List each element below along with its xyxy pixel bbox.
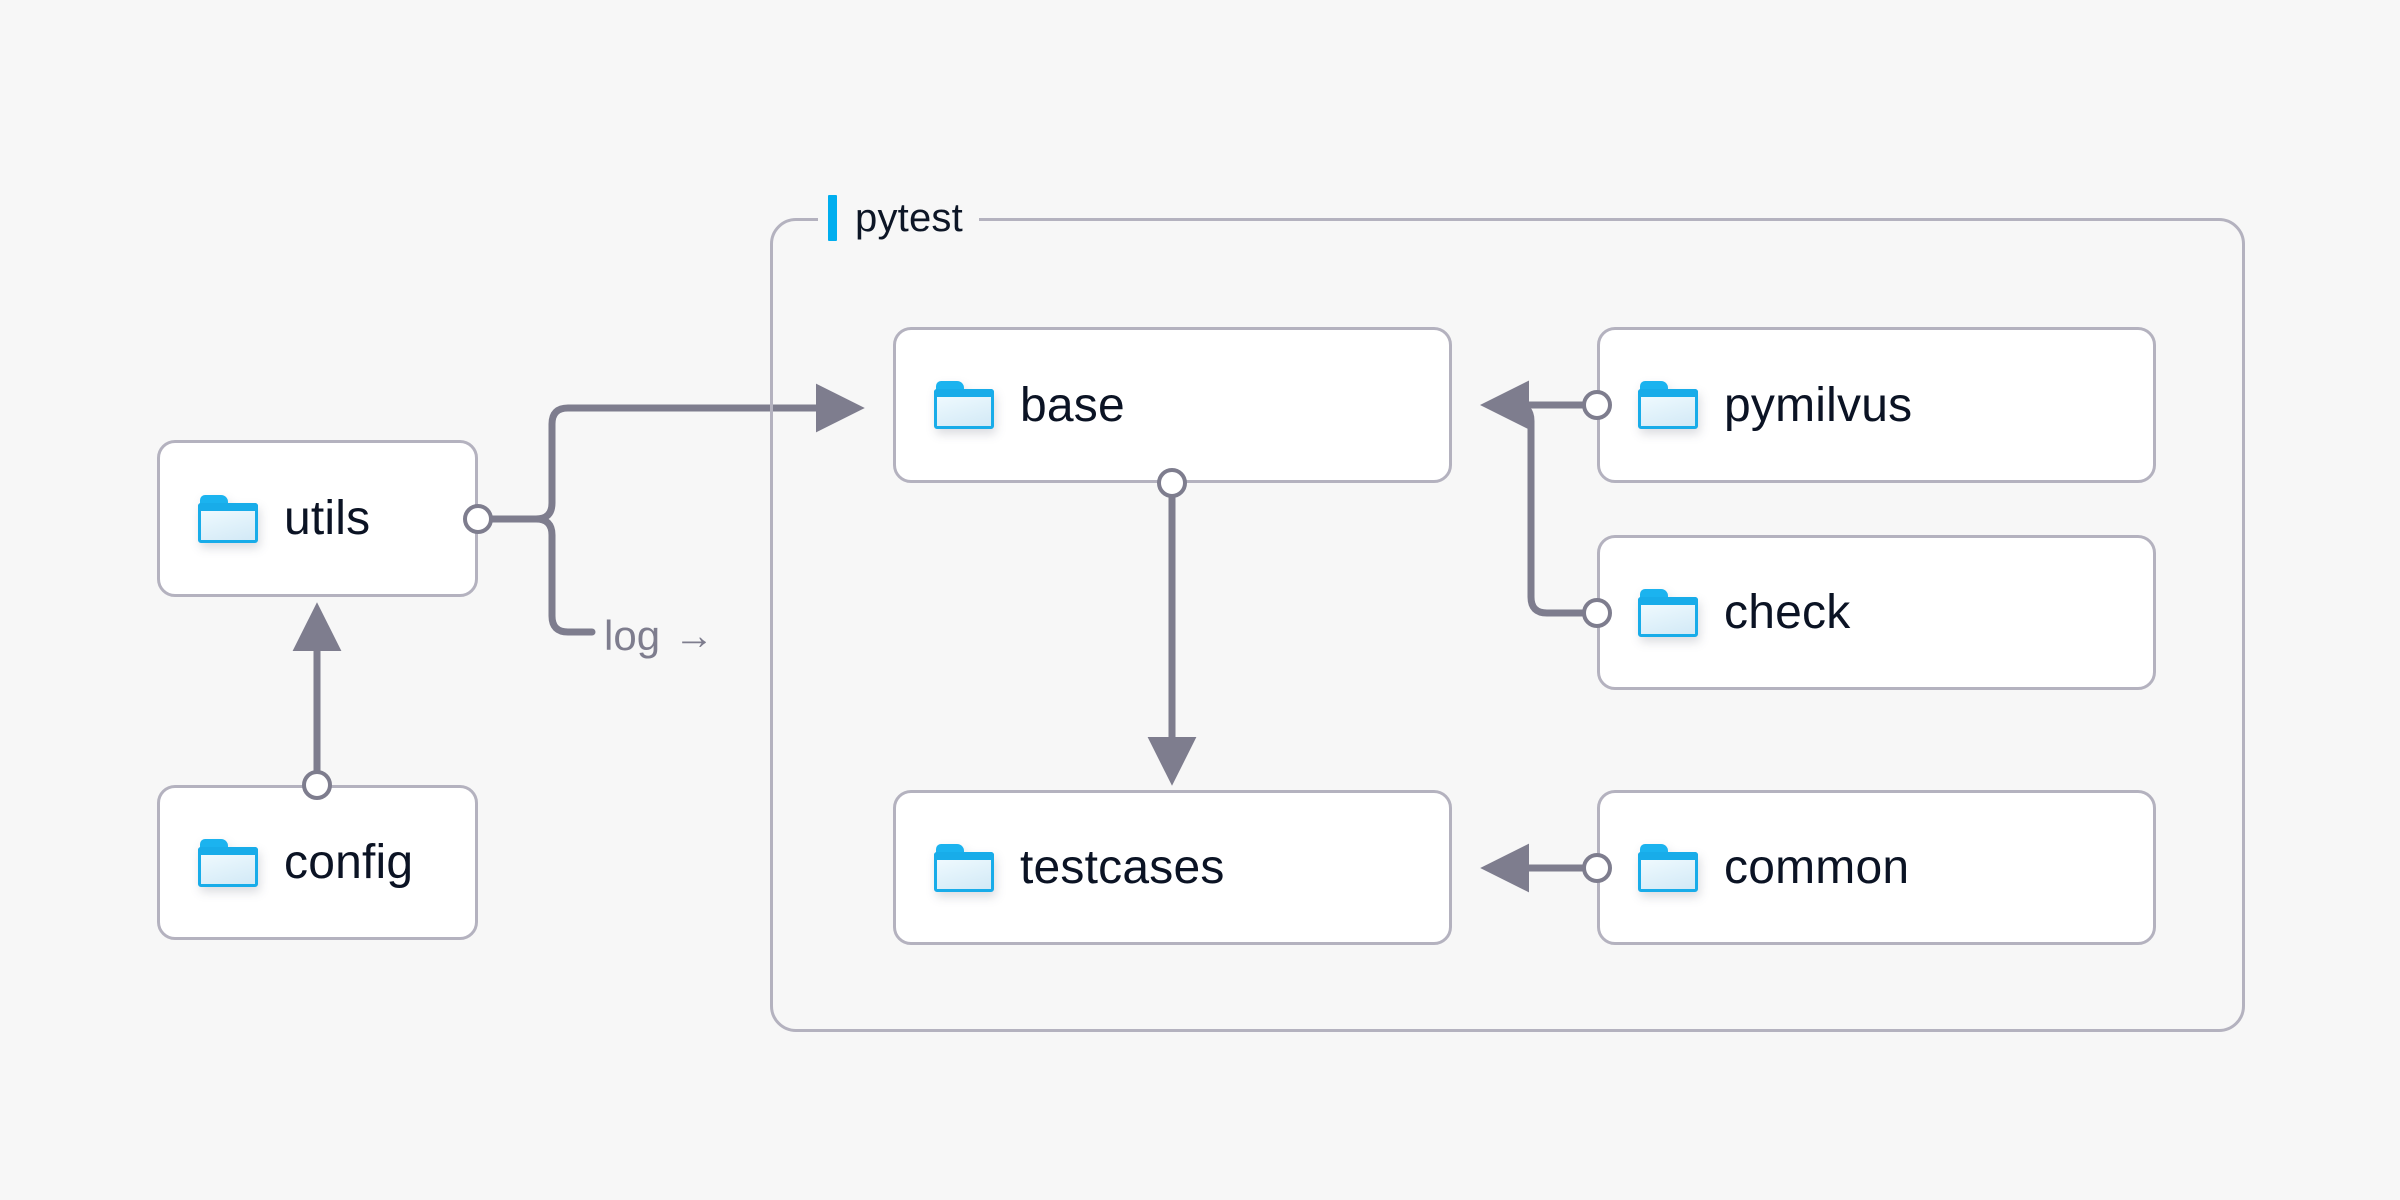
- group-container-pytest[interactable]: [770, 218, 2245, 1032]
- port-config-top[interactable]: [302, 770, 332, 800]
- node-label-config: config: [284, 836, 414, 889]
- node-check[interactable]: check: [1597, 535, 2156, 690]
- node-base[interactable]: base: [893, 327, 1452, 483]
- folder-icon: [198, 838, 258, 887]
- port-check-left[interactable]: [1582, 598, 1612, 628]
- port-common-left[interactable]: [1582, 853, 1612, 883]
- node-label-common: common: [1724, 841, 1910, 894]
- node-pymilvus[interactable]: pymilvus: [1597, 327, 2156, 483]
- edge-label-log-text: log: [604, 612, 661, 659]
- group-title-pytest: pytest: [818, 191, 979, 245]
- folder-icon: [198, 494, 258, 543]
- edge-label-log: log →: [604, 612, 714, 660]
- folder-icon: [1638, 843, 1698, 892]
- node-testcases[interactable]: testcases: [893, 790, 1452, 945]
- node-label-testcases: testcases: [1020, 841, 1225, 894]
- folder-icon: [1638, 381, 1698, 429]
- node-utils[interactable]: utils: [157, 440, 478, 597]
- folder-icon: [934, 381, 994, 429]
- group-label: pytest: [855, 195, 963, 240]
- port-utils-right[interactable]: [463, 504, 493, 534]
- port-base-bottom[interactable]: [1157, 468, 1187, 498]
- edge-utils-to-log: [489, 515, 596, 636]
- node-label-pymilvus: pymilvus: [1724, 378, 1913, 432]
- folder-icon: [934, 843, 994, 892]
- node-common[interactable]: common: [1597, 790, 2156, 945]
- node-label-utils: utils: [284, 492, 371, 545]
- arrow-right-icon: →: [674, 614, 715, 658]
- accent-bar-icon: [828, 195, 837, 241]
- node-config[interactable]: config: [157, 785, 478, 940]
- folder-icon: [1638, 588, 1698, 637]
- port-pymilvus-left[interactable]: [1582, 390, 1612, 420]
- node-label-base: base: [1020, 378, 1125, 432]
- node-label-check: check: [1724, 586, 1851, 639]
